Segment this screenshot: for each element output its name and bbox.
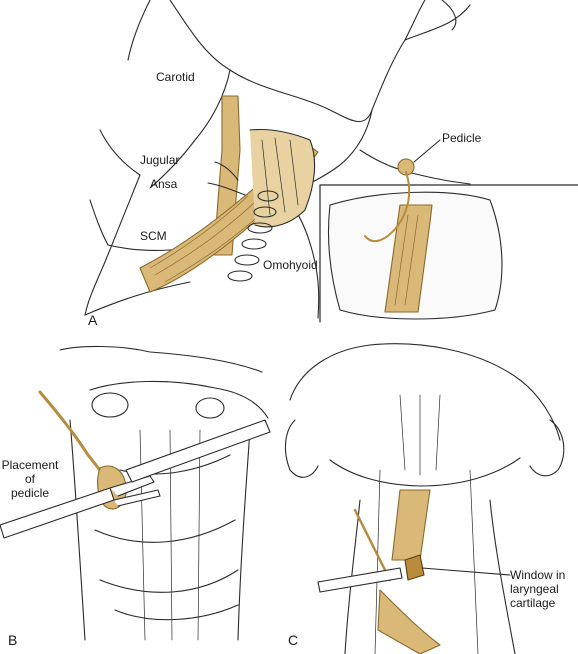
window-line-3: cartilage [510,596,556,610]
panel-a-drawing [84,0,471,319]
label-pedicle: Pedicle [442,131,482,145]
placement-line-3: pedicle [10,486,50,500]
placement-line-1: Placement [1,458,59,472]
inset-muscle [384,204,433,313]
panel-b-drawing [59,345,269,641]
fork-retractor-b [0,419,271,539]
window-line-1: Window in [510,568,566,582]
panel-label-b: B [8,632,18,648]
label-placement-of-pedicle: Placement of pedicle [0,458,60,500]
label-window-in-laryngeal-cartilage: Window in laryngeal cartilage [510,568,576,610]
inset-frame [319,184,578,323]
label-scm: SCM [140,229,167,243]
panel-label-c: C [288,632,299,648]
placement-line-2: of [24,472,35,486]
label-omohyoid: Omohyoid [263,258,318,272]
label-carotid: Carotid [156,70,195,84]
trachea-rings [227,190,279,282]
label-jugular: Jugular [140,153,180,167]
panel-label-a: A [88,312,98,328]
window-line-2: laryngeal [510,582,559,596]
label-ansa: Ansa [150,177,178,191]
